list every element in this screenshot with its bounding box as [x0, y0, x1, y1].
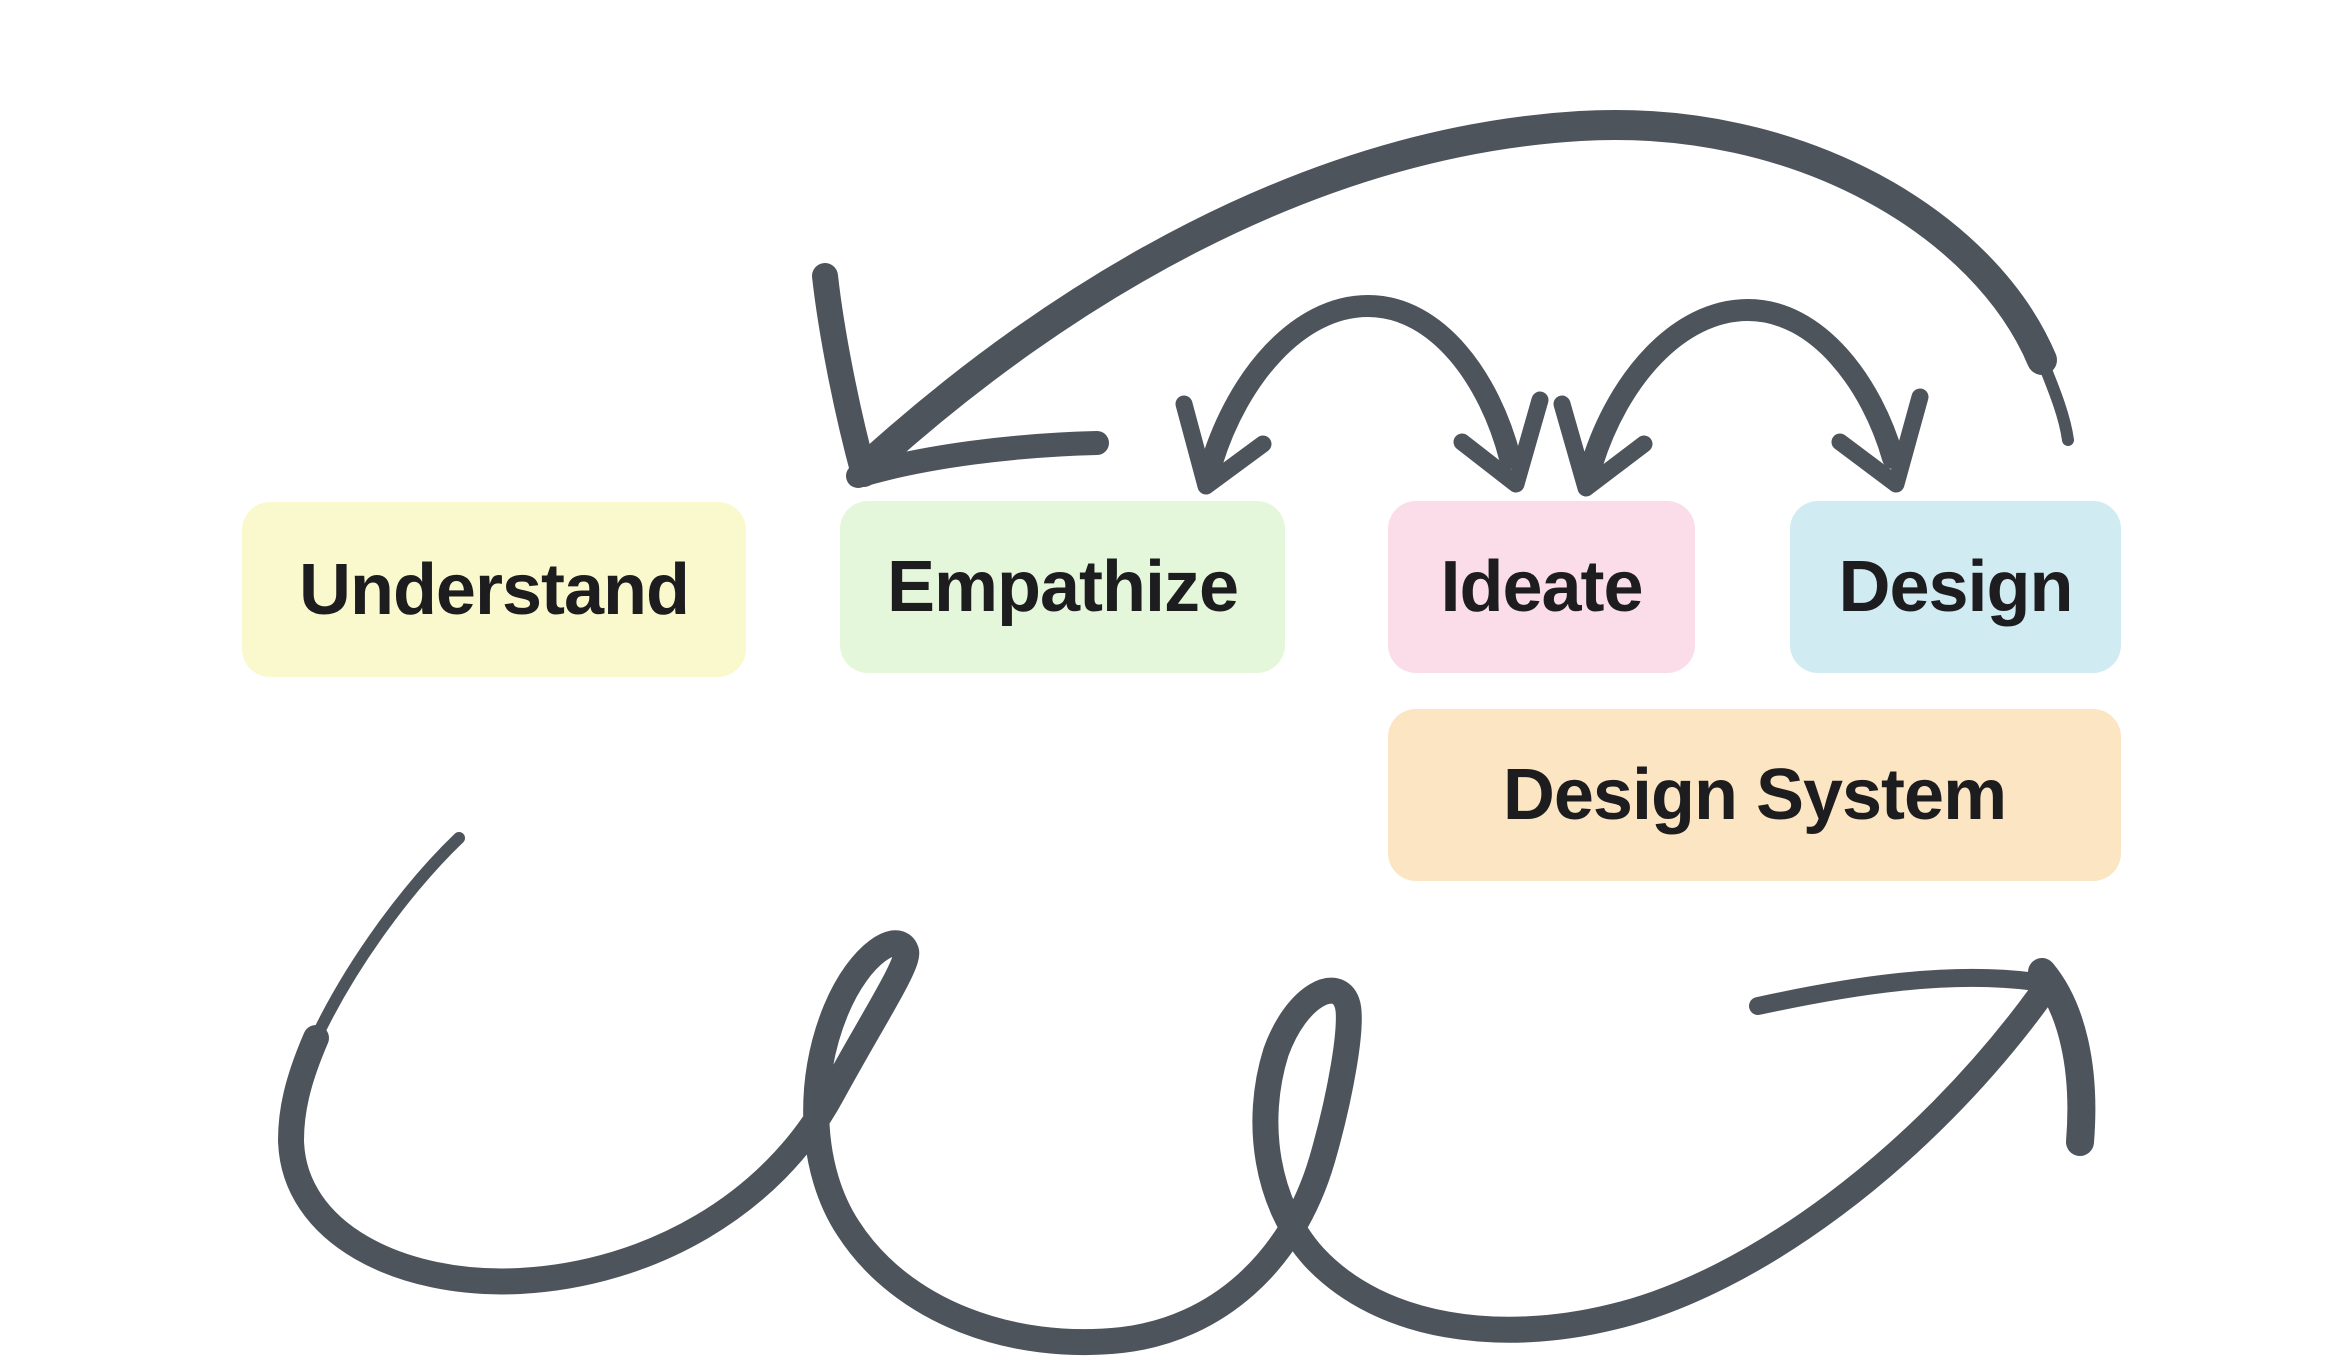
arrow-empathize-ideate: [1175, 295, 1549, 495]
node-ideate: Ideate: [1388, 501, 1695, 673]
arrow-design-to-empathize: [812, 110, 2074, 488]
scribble-tapered-start: [310, 832, 465, 1044]
arrowhead-barb-left: [1749, 968, 2045, 1015]
node-understand: Understand: [242, 502, 746, 677]
arrowhead-left-down: [1553, 395, 1653, 497]
arrowhead-barb-down: [2028, 958, 2096, 1156]
arrow-ideate-design: [1553, 299, 1929, 497]
node-design: Design: [1790, 501, 2121, 673]
arrowhead-barb-up: [812, 263, 877, 487]
node-design-system: Design System: [1388, 709, 2121, 881]
node-empathize: Empathize: [840, 501, 1285, 673]
arrowhead-right-down: [1831, 388, 1929, 493]
arc-tapered-tail: [2036, 354, 2074, 446]
arrowhead-right-down: [1453, 391, 1549, 493]
arrowhead-left-down: [1175, 395, 1272, 495]
arrowhead-barb-right: [846, 431, 1109, 488]
arrow-loop-scribble: [278, 832, 2096, 1356]
